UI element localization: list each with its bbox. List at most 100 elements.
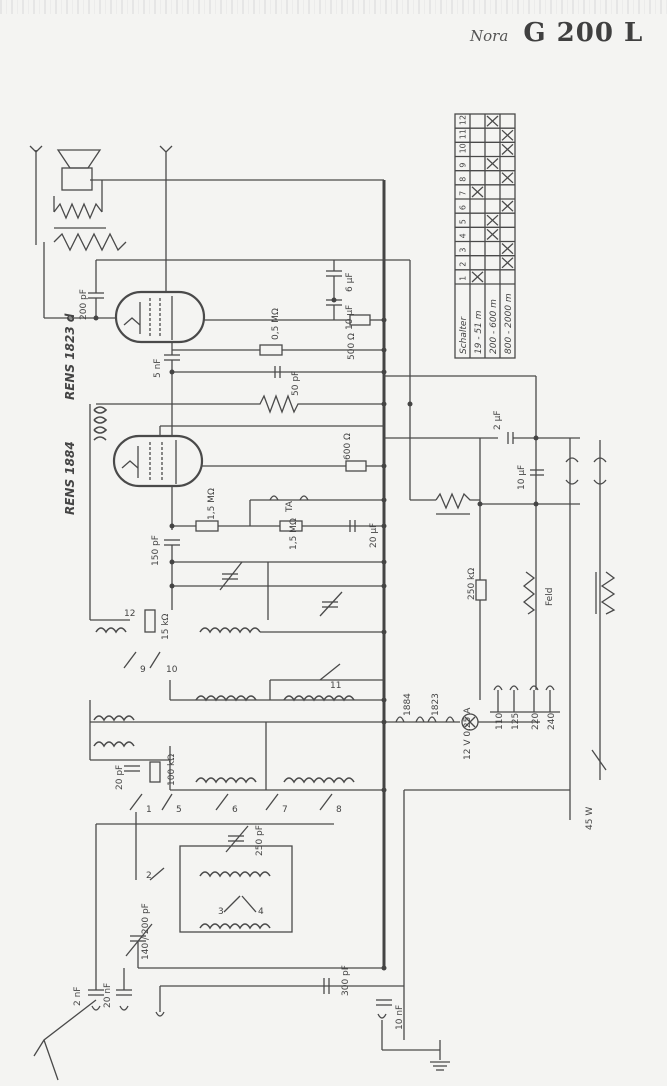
table-row-band-1: 19 - 51 m — [474, 310, 484, 354]
cap-10nf — [376, 999, 392, 1006]
filament-1823 — [427, 716, 455, 723]
antenna-terminals — [91, 1005, 129, 1011]
resistor-15k — [144, 609, 156, 633]
label-ta: TA — [285, 500, 295, 513]
field-coil — [522, 571, 536, 615]
mains-switch — [591, 749, 607, 771]
band-coil-box — [179, 845, 293, 933]
switch-2 — [149, 867, 165, 881]
label-2nf: 2 nF — [73, 987, 83, 1006]
label-10nf: 10 nF — [395, 1005, 405, 1030]
ta-terminal-a — [269, 495, 279, 501]
resistor-100k — [149, 761, 161, 783]
table-switch-number: 10 — [459, 143, 468, 153]
cap-10uf — [326, 299, 342, 320]
table-switch-number: 11 — [459, 129, 468, 139]
label-150pf: 150 pF — [151, 535, 161, 566]
terminal-antenna-top — [159, 145, 173, 153]
switch-label-6: 6 — [232, 805, 238, 815]
variable-cap-tuning — [319, 591, 343, 617]
switch-group-1-8 — [129, 793, 333, 811]
tube-detector — [112, 434, 204, 488]
diagram-header: Nora G 200 L — [470, 18, 643, 48]
switch-3 — [223, 895, 241, 913]
switch-label-12: 12 — [124, 609, 135, 619]
label-100k: 100 kΩ — [167, 754, 177, 786]
label-45w: 45 W — [585, 807, 595, 830]
coil-tuning-1 — [199, 627, 261, 634]
label-20pf: 20 pF — [115, 765, 125, 790]
coil-row-700a — [195, 695, 257, 702]
label-20uf: 20 µF — [369, 523, 379, 548]
choke-coil — [93, 406, 108, 441]
filament-label-1823: 1823 — [431, 693, 441, 716]
cap-2uf — [507, 432, 514, 444]
switch-label-9: 9 — [140, 665, 146, 675]
switch-label-10: 10 — [166, 665, 178, 675]
switch-label-3: 3 — [218, 907, 224, 917]
switch-label-7: 7 — [282, 805, 288, 815]
switch-table-marks — [471, 115, 514, 283]
label-15k: 15 kΩ — [161, 613, 171, 640]
terminal-10nf — [377, 1013, 387, 1019]
brand-name: Nora — [470, 27, 509, 45]
filament-label-1884: 1884 — [403, 693, 413, 716]
band-coil-upper — [199, 871, 271, 878]
switch-11 — [319, 663, 341, 681]
table-header-schalter: Schalter — [459, 316, 469, 354]
tube-output — [114, 290, 206, 344]
label-140pf: 140 / 200 pF — [141, 903, 151, 960]
coil-small-1 — [95, 627, 127, 634]
label-50pf: 50 pF — [291, 371, 301, 396]
variable-cap-250pf — [225, 825, 249, 853]
label-10uf-b: 10 µF — [517, 465, 527, 490]
earth-symbol — [430, 1040, 450, 1071]
cap-50pf — [274, 366, 281, 378]
label-feld: Feld — [545, 588, 555, 606]
table-switch-number: 1 — [459, 276, 468, 281]
label-15m-b: 1,5 MΩ — [289, 518, 299, 550]
coil-small-2 — [93, 715, 135, 722]
table-switch-number: 9 — [459, 162, 468, 167]
switch-label-1: 1 — [146, 805, 152, 815]
table-closed-mark — [501, 129, 514, 141]
table-closed-mark — [486, 228, 499, 240]
cap-20uf — [349, 520, 356, 532]
coil-row-782b — [283, 777, 355, 784]
label-200pf: 200 pF — [79, 289, 89, 320]
coil-row-782a — [195, 777, 257, 784]
switch-label-5: 5 — [176, 805, 182, 815]
table-closed-mark — [501, 143, 514, 155]
tap-110: 110 — [495, 713, 505, 730]
tap-125: 125 — [511, 713, 521, 730]
label-250k: 250 kΩ — [467, 568, 477, 600]
table-switch-number: 5 — [459, 219, 468, 224]
resistor-05m — [259, 344, 283, 356]
filament-1884 — [395, 716, 425, 723]
table-switch-number: 4 — [459, 233, 468, 238]
tube2-label: RENS 1884 — [63, 441, 77, 515]
label-600: 600 Ω — [343, 433, 353, 460]
table-closed-mark — [486, 115, 499, 127]
variable-cap-reaction — [219, 561, 243, 591]
resistor-250k — [475, 579, 487, 601]
table-closed-mark — [486, 158, 499, 170]
band-coil-lower — [199, 923, 271, 930]
cap-6uf — [326, 260, 342, 300]
scan-noise-strip — [0, 0, 667, 14]
switch-table-row-lines — [455, 127, 515, 271]
cap-20pf — [124, 765, 140, 772]
table-closed-mark — [501, 243, 514, 255]
mains-coil — [600, 571, 616, 615]
terminal-160 — [155, 1011, 165, 1017]
label-15m-a: 1,5 MΩ — [207, 488, 217, 520]
cap-20nf — [116, 989, 132, 996]
switch-label-11: 11 — [330, 681, 341, 691]
label-500: 500 Ω — [347, 333, 357, 360]
label-300pf: 300 pF — [341, 965, 351, 996]
terminal-left-top — [29, 145, 43, 153]
model-name: G 200 L — [523, 18, 644, 48]
